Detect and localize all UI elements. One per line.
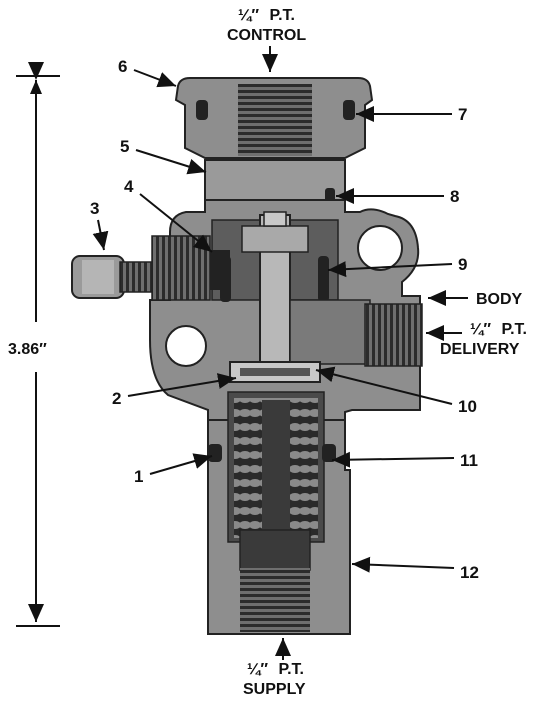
supply-port-label: ¼″ P.T. SUPPLY [243,638,306,698]
delivery-port-type: P.T. [501,321,527,338]
svg-text:¼″ P.T.: ¼″ P.T. [247,661,304,678]
control-thread [238,84,312,156]
callout-11: 11 [460,451,478,470]
mount-hole-left [165,325,207,367]
delivery-port-label: ¼″ P.T. DELIVERY [426,321,527,358]
valve-body [149,77,423,635]
delivery-thread [364,303,423,367]
callout-1: 1 [134,467,143,486]
body-label-group: BODY [428,290,523,308]
supply-port-size: ¼″ [247,661,268,678]
supply-thread [240,568,310,632]
callout-4: 4 [124,177,134,196]
fitting-3 [71,255,153,299]
control-port-label: ¼″ P.T. CONTROL [227,7,306,72]
callout-5: 5 [120,137,129,156]
callout-6: 6 [118,57,127,76]
delivery-port-name: DELIVERY [440,341,520,358]
body-label: BODY [476,291,523,308]
control-port-type: P.T. [269,7,295,24]
supply-port-type: P.T. [278,661,304,678]
callout-3: 3 [90,199,99,218]
dimension-label: 3.86″ [8,341,47,358]
o-ring-9 [318,256,329,302]
callout-7: 7 [458,105,467,124]
callout-2: 2 [112,389,121,408]
callouts: 6 7 5 8 4 3 9 2 10 1 11 12 [90,57,479,582]
control-port-name: CONTROL [227,27,306,44]
dimension-indicator: 3.86″ [8,62,60,627]
callout-8: 8 [450,187,459,206]
callout-9: 9 [458,255,467,274]
svg-text:¼″ P.T.: ¼″ P.T. [238,7,295,24]
delivery-port-size: ¼″ [470,321,491,338]
callout-12: 12 [460,563,479,582]
control-port-size: ¼″ [238,7,259,24]
mount-hole-right [357,225,403,271]
callout-10: 10 [458,397,477,416]
o-ring-1 [208,444,222,462]
o-ring-7 [343,100,355,120]
supply-plug [239,529,311,571]
supply-port-name: SUPPLY [243,681,306,698]
svg-text:¼″ P.T.: ¼″ P.T. [470,321,527,338]
